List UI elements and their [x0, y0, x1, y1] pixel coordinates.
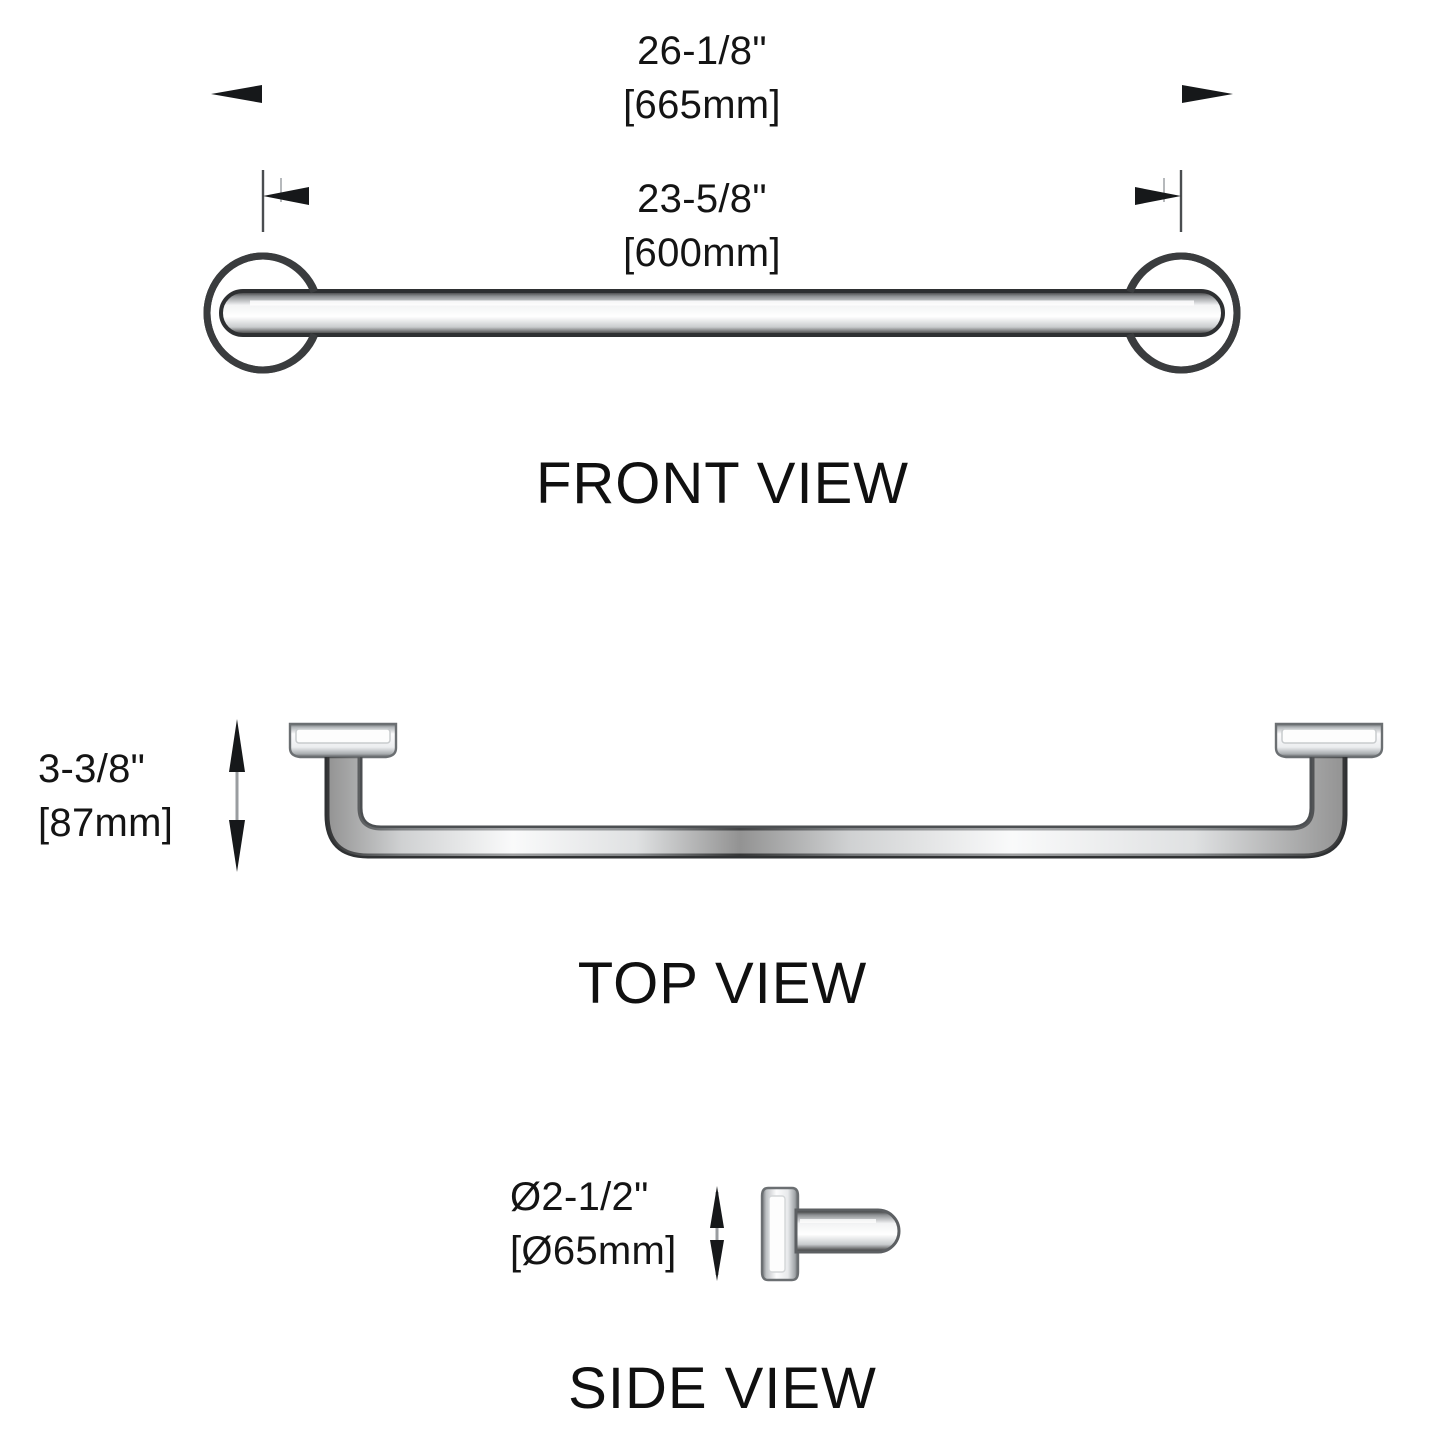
front-view-group: [134, 82, 1315, 523]
front-bar-tube: [219, 289, 1225, 337]
arrowhead-outer-left: [211, 85, 262, 103]
side-plate-highlight: [768, 1195, 786, 1273]
front-flange-left-back-arc-top: [262, 252, 318, 294]
top-arm-left-fill: [327, 757, 740, 856]
top-mount-plate-left: [288, 722, 398, 759]
dimension-overall-imperial: 26-1/8": [637, 29, 767, 73]
side-escutcheon-plate: [760, 1186, 800, 1282]
top-arrowhead-down: [229, 820, 245, 872]
dimension-depth-metric: [87mm]: [38, 801, 174, 845]
side-view-group: [502, 1184, 950, 1423]
dimension-flange-diameter: Ø2-1/2" [Ø65mm]: [500, 1170, 710, 1278]
front-flange-left-front-arc: [203, 252, 264, 374]
front-flange-right-back-arc-bot: [1126, 332, 1182, 374]
dimension-cc-imperial: 23-5/8": [637, 177, 767, 221]
dimension-projection-depth: 3-3/8" [87mm]: [28, 742, 218, 850]
side-arrowhead-down: [710, 1240, 724, 1281]
side-rod-tube: [794, 1208, 901, 1254]
top-arrowhead-up: [229, 719, 245, 772]
top-arm-right-fill: [740, 757, 1345, 856]
dimension-diameter-imperial: Ø2-1/2": [510, 1175, 649, 1219]
view-label-side: SIDE VIEW: [568, 1356, 877, 1421]
top-plate-right-highlight: [1281, 728, 1377, 744]
dimension-cc-metric: [600mm]: [623, 231, 781, 275]
dimension-center-to-center: 23-5/8" [600mm]: [552, 172, 852, 280]
top-view-group: [0, 717, 1445, 1023]
front-flange-right-front-arc: [1180, 252, 1241, 374]
dimension-overall-length: 26-1/8" [665mm]: [552, 24, 852, 132]
front-flange-right-back-arc-top: [1126, 252, 1182, 294]
top-mount-plate-right: [1274, 722, 1384, 759]
top-arm-right-inner: [740, 757, 1315, 831]
top-arm-left-inner: [357, 757, 740, 831]
view-label-top: TOP VIEW: [577, 951, 868, 1016]
arrowhead-outer-right: [1182, 85, 1233, 103]
dimension-diameter-metric: [Ø65mm]: [510, 1229, 677, 1273]
arrowhead-inner-left: [263, 187, 309, 205]
top-plate-left-highlight: [295, 728, 391, 744]
dimension-overall-metric: [665mm]: [623, 83, 781, 127]
view-label-front: FRONT VIEW: [535, 451, 910, 516]
arrowhead-inner-right: [1135, 187, 1181, 205]
dimension-depth-imperial: 3-3/8": [38, 747, 146, 791]
side-arrowhead-up: [710, 1186, 724, 1228]
front-flange-left-back-arc-bot: [262, 332, 318, 374]
